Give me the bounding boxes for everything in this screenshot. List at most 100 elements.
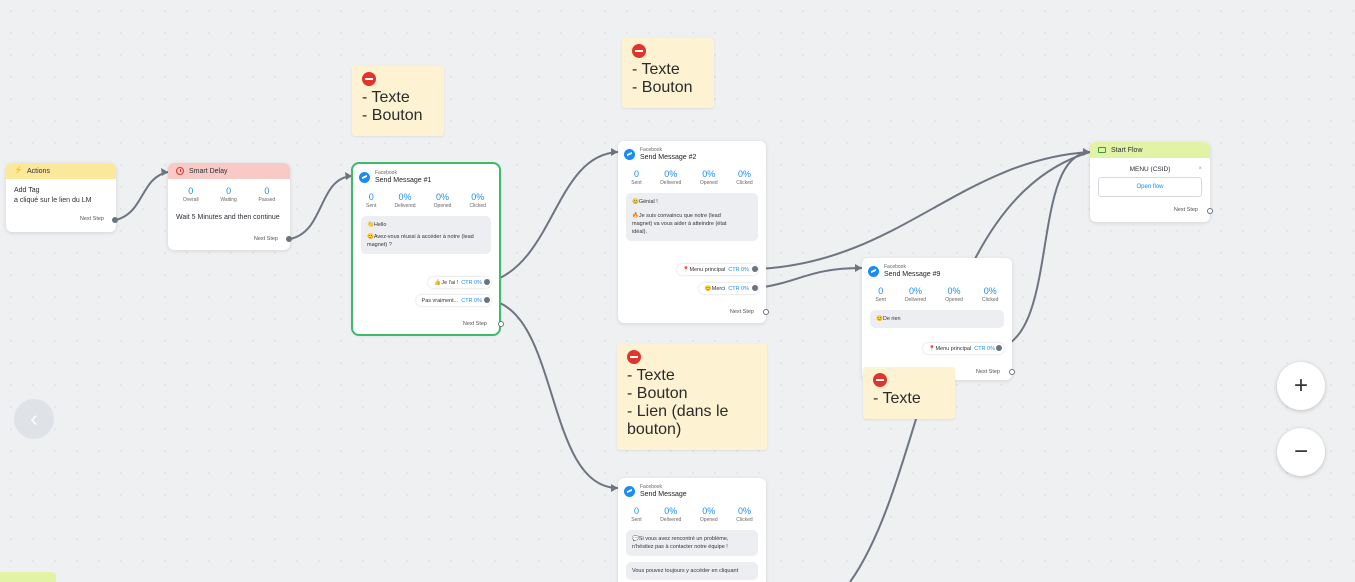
- message-button-pas-vraiment[interactable]: Pas vraiment... CTR 0%: [415, 295, 491, 306]
- close-icon[interactable]: ×: [1198, 166, 1202, 172]
- no-entry-icon: [632, 44, 646, 58]
- chevron-left-icon: ‹: [30, 406, 38, 431]
- connector-menu9-to-startflow: [999, 151, 1091, 349]
- message-bubble[interactable]: 😊Génial ! 🔥Je suis convaincu que notre (…: [626, 193, 758, 241]
- connector-actions-to-delay: [115, 171, 169, 221]
- message-name: Send Message #1: [375, 177, 432, 184]
- actions-node[interactable]: ⚡ Actions Add Tag a cliqué sur le lien d…: [6, 163, 116, 232]
- zoom-out-button[interactable]: −: [1277, 428, 1325, 476]
- button-port-pas-vraiment[interactable]: [484, 297, 490, 303]
- add-tag-label: Add Tag: [14, 187, 40, 194]
- smart-delay-next-step-port[interactable]: [286, 236, 292, 242]
- note-line: - Bouton: [627, 385, 688, 402]
- button-port-merci[interactable]: [752, 285, 758, 291]
- platform-label: Facebook: [640, 484, 662, 490]
- note-line: - Bouton: [362, 107, 423, 124]
- message-button-menu-principal[interactable]: 📍Menu principal CTR 0%: [676, 264, 758, 275]
- sticky-note-1[interactable]: - Texte - Bouton: [352, 66, 444, 136]
- connector-btn1-to-msg2: [489, 151, 619, 283]
- message-name: Send Message: [640, 491, 687, 498]
- offscreen-node-tab[interactable]: [0, 572, 56, 582]
- note-line: - Texte: [873, 390, 921, 407]
- note-line: - Bouton: [632, 79, 693, 96]
- stat-waiting: 0 Waiting: [220, 186, 237, 203]
- note-line: - Texte: [627, 367, 675, 384]
- actions-title: Actions: [27, 167, 50, 175]
- connector-merci-to-msg9: [757, 267, 863, 289]
- platform-label: Facebook: [640, 147, 662, 153]
- note-line: bouton): [627, 421, 682, 438]
- stat-passed: 0 Passed: [258, 186, 276, 203]
- message-button-je-lai[interactable]: 👍Je l'ai ! CTR 0%: [428, 277, 491, 288]
- next-step-label: Next Step: [729, 309, 754, 315]
- collapse-panel-button[interactable]: ‹: [14, 399, 54, 439]
- next-step-label: Next Step: [975, 369, 1000, 375]
- message-bubble[interactable]: 💬Si vous avez rencontré un problème, n'h…: [626, 530, 758, 556]
- message-9-next-step-port[interactable]: [1009, 369, 1015, 375]
- flow-name: MENU (CSID): [1129, 166, 1171, 173]
- no-entry-icon: [627, 350, 641, 364]
- next-step-label: Next Step: [79, 216, 104, 222]
- platform-label: Facebook: [884, 264, 906, 270]
- no-entry-icon: [873, 373, 887, 387]
- note-line: - Texte: [632, 61, 680, 78]
- messenger-icon: [624, 149, 635, 160]
- next-step-label: Next Step: [253, 236, 278, 242]
- flow-icon: [1098, 147, 1106, 153]
- open-flow-button[interactable]: Open flow: [1098, 177, 1202, 197]
- start-flow-header: Start Flow: [1090, 142, 1210, 158]
- sticky-note-4[interactable]: - Texte: [863, 367, 955, 419]
- messenger-icon: [624, 486, 635, 497]
- add-tag-value: a cliqué sur le lien du LM: [14, 197, 92, 204]
- button-port-je-lai[interactable]: [484, 279, 490, 285]
- delay-text: Wait 5 Minutes and then continue: [176, 214, 280, 221]
- message-2-next-step-port[interactable]: [763, 309, 769, 315]
- plus-icon: +: [1293, 372, 1308, 399]
- clock-icon: [176, 167, 184, 175]
- messenger-icon: [868, 266, 879, 277]
- sticky-note-3[interactable]: - Texte - Bouton - Lien (dans le bouton): [617, 344, 767, 450]
- minus-icon: −: [1293, 438, 1308, 465]
- smart-delay-title: Smart Delay: [189, 167, 228, 175]
- messenger-icon: [359, 172, 370, 183]
- zoom-in-button[interactable]: +: [1277, 362, 1325, 410]
- message-name: Send Message #9: [884, 271, 941, 278]
- message-bubble[interactable]: 😊De rien: [870, 310, 1004, 328]
- next-step-label: Next Step: [462, 321, 487, 327]
- smart-delay-header: Smart Delay: [168, 163, 290, 179]
- actions-next-step-port[interactable]: [112, 217, 118, 223]
- note-line: - Lien (dans le: [627, 403, 729, 420]
- start-flow-node[interactable]: Start Flow MENU (CSID) × Open flow Next …: [1090, 142, 1210, 222]
- note-line: - Texte: [362, 89, 410, 106]
- platform-label: Facebook: [375, 170, 397, 176]
- message-button-merci[interactable]: 😊Merci CTR 0%: [698, 283, 758, 294]
- actions-header: ⚡ Actions: [6, 163, 116, 179]
- lightning-icon: ⚡: [14, 167, 23, 174]
- message-bubble[interactable]: 👋Hello 😊Avez-vous réussi à accéder à not…: [361, 216, 491, 254]
- button-port-menu-principal-9[interactable]: [996, 345, 1002, 351]
- button-port-menu-principal[interactable]: [752, 266, 758, 272]
- sticky-note-2[interactable]: - Texte - Bouton: [622, 38, 714, 108]
- message-name: Send Message #2: [640, 154, 697, 161]
- connector-menu2-to-startflow: [757, 151, 1091, 270]
- message-button-menu-principal[interactable]: 📍Menu principal CTR 0%: [922, 343, 1004, 354]
- stat-overall: 0 Overall: [182, 186, 199, 203]
- message-bubble-2[interactable]: Vous pouvez toujours y accéder en cliqua…: [626, 562, 758, 580]
- connector-btn2-to-msg: [489, 299, 619, 489]
- no-entry-icon: [362, 72, 376, 86]
- smart-delay-node[interactable]: Smart Delay 0 Overall 0 Waiting 0 Passed…: [168, 163, 290, 250]
- message-1-next-step-port[interactable]: [498, 321, 504, 327]
- start-flow-title: Start Flow: [1111, 146, 1143, 154]
- connector-delay-to-msg1: [289, 175, 353, 240]
- next-step-label: Next Step: [1173, 207, 1198, 213]
- start-flow-next-step-port[interactable]: [1207, 208, 1213, 214]
